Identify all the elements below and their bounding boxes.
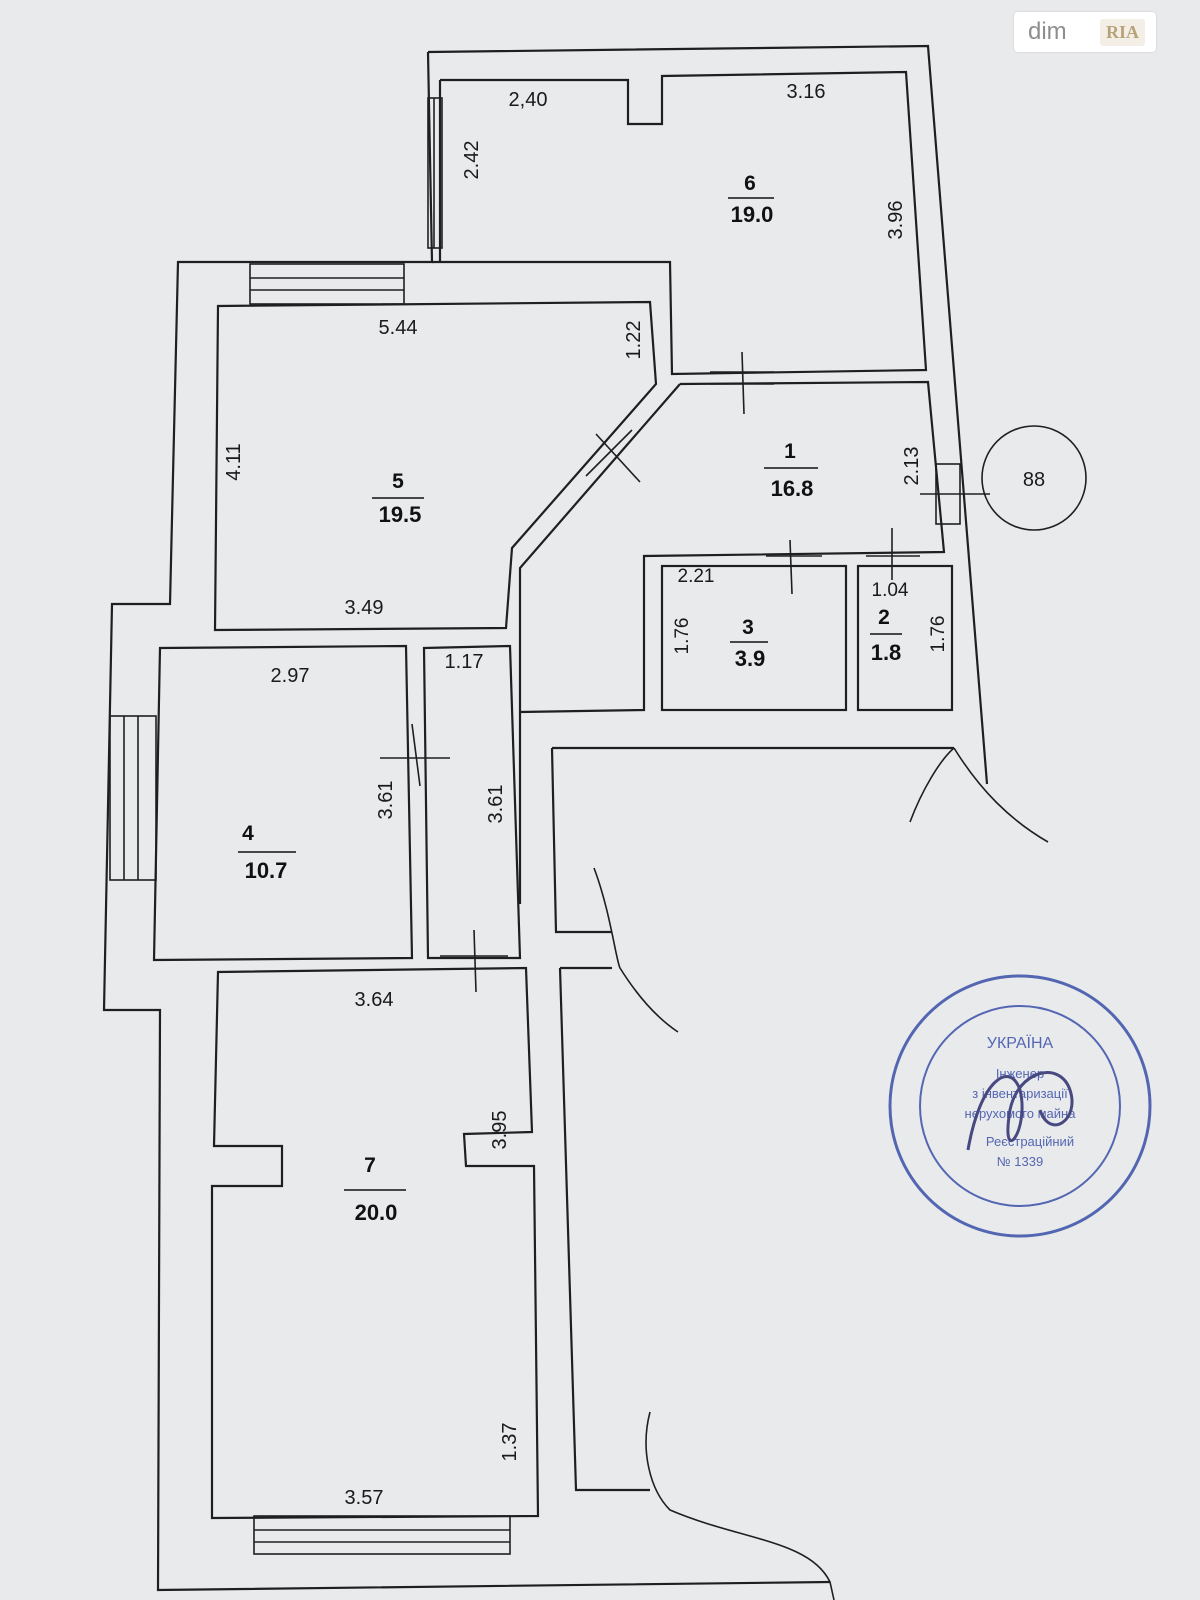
dim-r5-diag: 1.22 xyxy=(623,321,645,360)
svg-text:10.7: 10.7 xyxy=(245,858,288,883)
svg-text:УКРАЇНА: УКРАЇНА xyxy=(987,1034,1054,1052)
official-stamp: УКРАЇНА Інженер з інвентаризації нерухом… xyxy=(888,974,1152,1238)
dim-r5-bottom: 3.49 xyxy=(345,597,384,619)
dim-r1-right: 2.13 xyxy=(901,447,923,486)
entry-mark xyxy=(920,463,990,525)
dim-r6-right: 3.96 xyxy=(885,201,907,240)
dim-r6-top-right: 3.16 xyxy=(787,81,826,103)
dim-r6-left: 2.42 xyxy=(461,141,483,180)
dim-r7-bottom: 3.57 xyxy=(345,1487,384,1509)
dim-r3-left: 1.76 xyxy=(672,618,693,655)
svg-text:19.0: 19.0 xyxy=(731,202,774,227)
dim-r2-right: 1.76 xyxy=(928,616,949,653)
logo-dim-text: dim xyxy=(1028,18,1067,45)
room-2-wall xyxy=(856,564,954,712)
svg-text:3.9: 3.9 xyxy=(735,646,766,671)
logo-ria-text: RIA xyxy=(1100,18,1146,46)
room-label-5: 5 19.5 xyxy=(372,470,424,527)
dim-r7-right: 3.95 xyxy=(489,1111,511,1150)
svg-text:16.8: 16.8 xyxy=(771,476,814,501)
room-label-2: 2 1.8 xyxy=(870,606,902,665)
svg-text:№ 1339: № 1339 xyxy=(997,1154,1043,1169)
svg-text:19.5: 19.5 xyxy=(379,502,422,527)
room-label-4: 4 10.7 xyxy=(238,822,296,883)
window-icon xyxy=(253,1515,511,1555)
svg-text:4: 4 xyxy=(242,822,254,845)
door-mark xyxy=(766,539,822,595)
svg-text:2: 2 xyxy=(878,606,890,629)
svg-text:7: 7 xyxy=(364,1154,376,1177)
hall-wall xyxy=(422,644,522,960)
svg-text:3: 3 xyxy=(742,616,754,639)
dim-hall-right: 3.61 xyxy=(485,785,507,824)
door-arc xyxy=(645,1411,835,1600)
door-mark xyxy=(866,528,920,580)
door-mark xyxy=(710,351,774,415)
room-label-7: 7 20.0 xyxy=(344,1154,406,1225)
svg-text:5: 5 xyxy=(392,470,404,493)
room-4-wall xyxy=(152,644,414,962)
room-1-wall xyxy=(518,380,946,904)
svg-text:20.0: 20.0 xyxy=(355,1200,398,1225)
dim-r7-top: 3.64 xyxy=(355,989,394,1011)
apartment-number-circle xyxy=(981,425,1087,531)
door-arc xyxy=(909,747,955,823)
room-label-6: 6 19.0 xyxy=(728,172,774,227)
dim-ria-logo[interactable]: dim RIA xyxy=(1014,12,1156,52)
door-mark xyxy=(440,929,508,993)
window-icon xyxy=(109,715,157,881)
dim-r4-top: 2.97 xyxy=(271,665,310,687)
apartment-number: 88 xyxy=(1023,469,1045,491)
dim-r5-left: 4.11 xyxy=(223,443,245,480)
room-label-3: 3 3.9 xyxy=(730,616,768,671)
outer-wall xyxy=(102,44,989,1592)
dim-hall-top: 1.17 xyxy=(445,651,484,673)
dim-r2-top: 1.04 xyxy=(872,580,909,601)
door-mark xyxy=(380,723,450,787)
dim-r7-lower-right: 1.37 xyxy=(499,1423,521,1462)
svg-text:6: 6 xyxy=(744,172,756,195)
dim-r4-right: 3.61 xyxy=(375,781,397,820)
svg-text:1.8: 1.8 xyxy=(871,640,902,665)
dim-r5-top: 5.44 xyxy=(379,317,418,339)
door-mark xyxy=(585,429,641,483)
room-5-wall xyxy=(213,300,658,632)
door-arc xyxy=(953,747,1049,843)
window-icon xyxy=(427,97,443,249)
room-3-wall xyxy=(660,564,848,712)
room-label-1: 1 16.8 xyxy=(764,440,818,501)
dim-r6-top-left: 2,40 xyxy=(509,89,548,111)
door-arc xyxy=(593,867,679,1033)
corridor-wall xyxy=(550,746,954,1492)
room-6-wall xyxy=(432,70,928,376)
dim-r3-top: 2.21 xyxy=(678,566,715,587)
svg-text:1: 1 xyxy=(784,440,796,463)
window-icon xyxy=(249,263,405,305)
svg-text:Реєстраційний: Реєстраційний xyxy=(986,1134,1074,1149)
room-7-wall xyxy=(210,966,540,1520)
